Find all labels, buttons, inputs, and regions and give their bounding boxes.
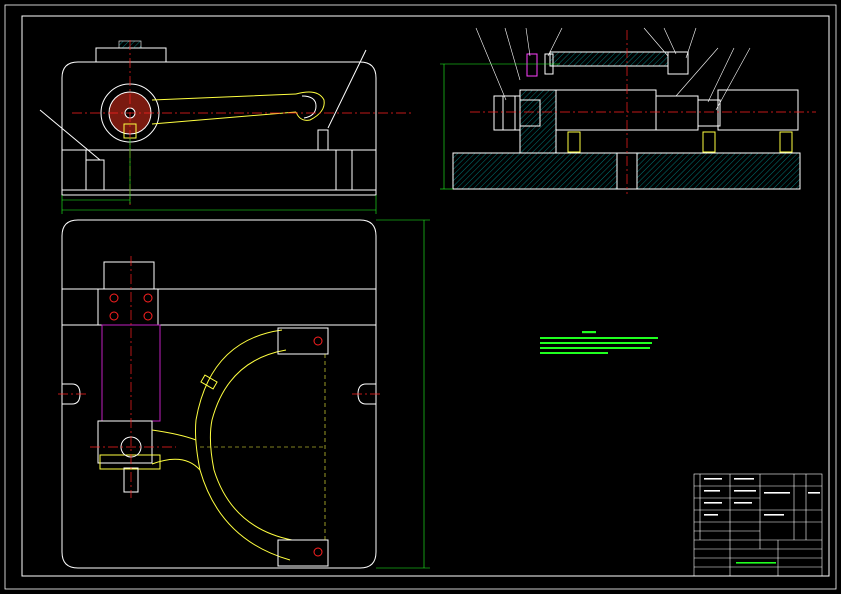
top-view-centerlines: [58, 256, 380, 498]
clamp-lever-arm: [151, 93, 297, 125]
support-post: [317, 129, 329, 151]
top-hole-3: [109, 311, 119, 321]
section-foot-mid: [702, 131, 716, 153]
top-hole-1: [109, 293, 119, 303]
fixture-body-outline: [61, 61, 377, 196]
section-nut-inner: [502, 95, 516, 131]
front-view-dimensions: [61, 138, 377, 214]
semicircle-clamp-outer: [195, 329, 291, 561]
section-view: [452, 51, 801, 190]
top-hole-2: [143, 293, 153, 303]
section-screw-left: [526, 53, 538, 77]
top-view: [61, 219, 377, 569]
section-cylinder-body: [555, 89, 657, 131]
section-foot-right: [779, 131, 793, 153]
semicircle-clamp-inner: [209, 349, 293, 541]
section-right-housing: [717, 89, 799, 131]
top-body-outline: [61, 219, 377, 569]
technical-notes: [540, 331, 658, 354]
clamp-pad: [200, 374, 218, 390]
section-top-clamp: [667, 51, 689, 75]
clamp-top-block: [95, 47, 167, 63]
title-block-text-marks: [704, 478, 820, 564]
leader-2: [39, 109, 101, 161]
top-hole-4: [143, 311, 153, 321]
leader-1: [327, 49, 367, 129]
sheet-outer-border: [4, 4, 837, 590]
sheet-inner-border: [21, 15, 830, 577]
section-end-cap: [697, 99, 721, 127]
top-nut: [103, 261, 155, 290]
clamp-arm-upper: [151, 429, 197, 441]
clamp-end-block-bottom: [277, 539, 329, 567]
base-foot-left: [62, 149, 105, 190]
base-foot-right: [335, 150, 353, 190]
section-washer: [519, 99, 541, 127]
section-top-plate: [549, 51, 669, 67]
section-upright-block: [519, 89, 557, 154]
section-piston: [655, 95, 699, 131]
section-foot-left: [567, 131, 581, 153]
section-centerlines: [470, 30, 816, 194]
end-hole-top: [313, 336, 323, 346]
front-view-centerlines: [72, 40, 412, 205]
clamp-arm-lower: [151, 458, 201, 471]
end-hole-bottom: [313, 547, 323, 557]
title-block: [693, 473, 823, 577]
top-lower-block: [97, 420, 153, 464]
section-leaders: [475, 27, 751, 111]
top-view-thin-lines: [200, 354, 326, 540]
section-dimensions: [440, 63, 560, 190]
lever-slot-end: [295, 91, 325, 121]
top-view-dimensions: [376, 219, 430, 569]
section-nut: [493, 95, 521, 131]
front-view: [39, 40, 377, 196]
top-base-plate: [99, 454, 161, 470]
clamp-end-block-top: [277, 327, 329, 355]
lever-hook: [301, 95, 317, 119]
